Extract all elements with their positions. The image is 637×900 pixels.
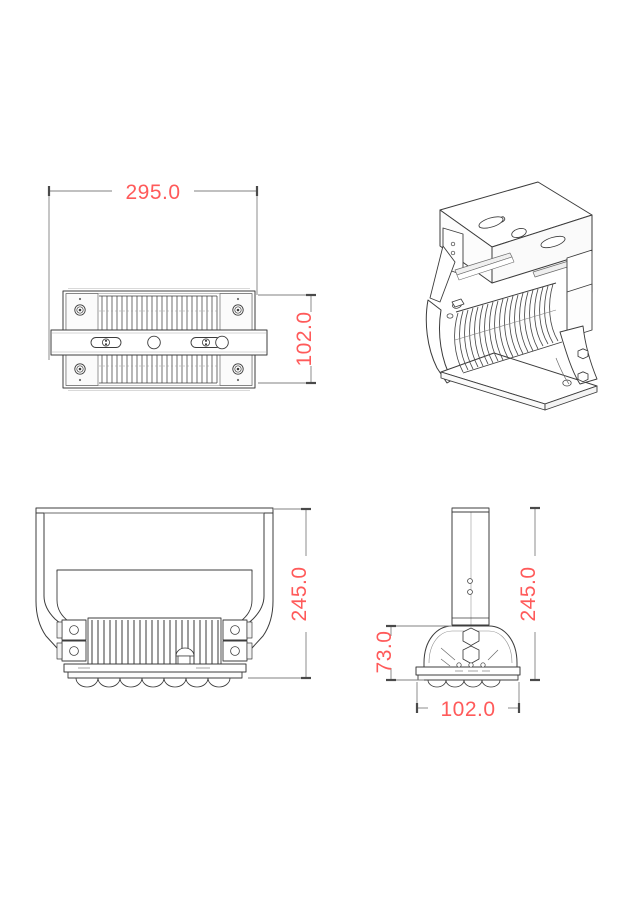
corner-screw-icon [74,363,86,382]
cable-gland-icon [446,298,465,319]
dimension-label-245-front: 245.0 [288,566,311,621]
hinge-block-left [56,619,87,662]
corner-screw-icon [232,297,244,316]
side-view-group [415,507,521,688]
heatsink-fins-front [87,617,222,667]
dimension-245-front [248,507,311,680]
dimension-73 [386,624,452,682]
bracket-slot-left [90,337,122,348]
dimension-label-102-top: 102.0 [293,311,316,366]
dimension-label-73: 73.0 [373,631,396,674]
heatsink-fins-iso [454,283,559,373]
hex-nut-icon [462,645,480,664]
bracket-hole-icon [511,227,527,239]
isometric-view-group [425,181,598,411]
dimension-label-295: 295.0 [125,181,180,204]
hex-bolt-icon [577,348,589,360]
bracket-hole-right [215,335,229,350]
bracket-slot-icon [478,216,506,229]
dimension-102-top [258,293,316,385]
dimension-295 [47,186,259,360]
top-view-group [50,288,268,391]
dimension-245-side [530,506,540,682]
cable-gland-front [175,647,195,665]
hex-bolt-icon [462,627,480,646]
hex-bolt-icon [577,371,589,383]
led-lens-row [427,679,501,688]
dimension-label-245-side: 245.0 [517,566,540,621]
corner-screw-icon [74,297,86,316]
dimension-label-102-side: 102.0 [440,698,495,721]
dimension-102-side [415,682,521,713]
corner-screw-icon [232,363,244,382]
bracket-slot-icon [540,235,566,249]
led-lens-row [75,677,231,688]
front-view-group [35,507,274,688]
bracket-hole-center [147,335,161,350]
hinge-block-right [222,619,253,662]
